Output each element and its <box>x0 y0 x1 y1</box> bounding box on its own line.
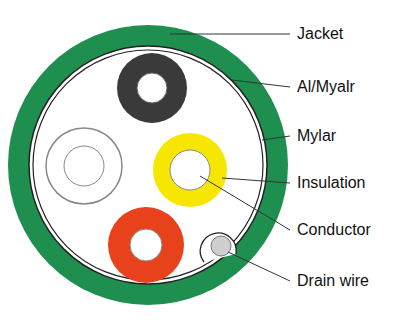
black-insulation <box>117 53 187 123</box>
mylar-layer <box>33 50 263 280</box>
part-label: Insulation <box>296 174 367 192</box>
leader-line <box>228 252 290 281</box>
part-label: Al/Myalr <box>296 78 356 96</box>
jacket-ring <box>8 25 288 305</box>
leader-line <box>170 34 290 35</box>
part-label: Conductor <box>296 221 372 239</box>
part-label: Jacket <box>296 25 344 43</box>
white-conductor <box>64 146 104 186</box>
red-conductor <box>130 229 162 261</box>
al-mylar-layer <box>29 46 267 284</box>
drain-pocket <box>200 233 236 262</box>
leader-line <box>232 80 290 87</box>
yellow-insulation <box>153 133 227 207</box>
part-label: Drain wire <box>296 272 370 290</box>
drain-wire <box>211 236 231 256</box>
part-label: Mylar <box>296 127 337 145</box>
leader-line <box>200 176 290 230</box>
red-insulation <box>108 207 184 283</box>
leader-line <box>262 136 290 140</box>
black-conductor <box>137 73 167 103</box>
yellow-conductor <box>170 150 210 190</box>
leader-line <box>222 178 290 183</box>
leader-lines <box>170 34 290 281</box>
white-insulation <box>46 128 122 204</box>
